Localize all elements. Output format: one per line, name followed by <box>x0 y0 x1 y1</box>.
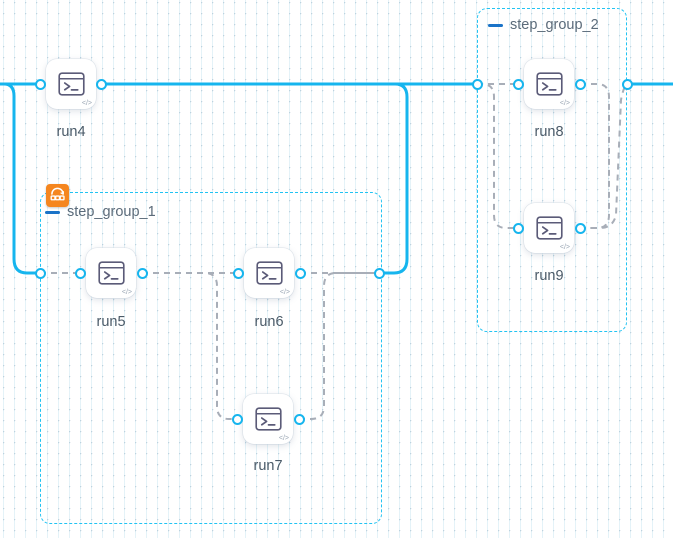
terminal-icon <box>535 72 563 96</box>
terminal-icon <box>255 261 283 285</box>
node-label-run5: run5 <box>96 314 126 330</box>
node-run7[interactable]: </> <box>243 394 293 444</box>
node-run6[interactable]: </> <box>244 248 294 298</box>
node-label-run4: run4 <box>56 124 86 140</box>
group-box-step-group-2[interactable] <box>477 8 627 332</box>
node-label-run8: run8 <box>534 124 564 140</box>
terminal-icon <box>535 216 563 240</box>
port-group1-output[interactable] <box>373 267 385 279</box>
code-badge: </> <box>279 289 290 296</box>
port-run5-output[interactable] <box>136 267 148 279</box>
terminal-icon <box>97 261 125 285</box>
port-group1-input[interactable] <box>34 267 46 279</box>
port-run7-output[interactable] <box>293 413 305 425</box>
port-run6-output[interactable] <box>294 267 306 279</box>
edge-left-down-group1 <box>0 82 40 275</box>
node-label-run7: run7 <box>253 458 283 474</box>
group-label-step-group-1[interactable]: step_group_1 <box>45 204 156 220</box>
minus-icon[interactable] <box>45 210 60 214</box>
minus-icon[interactable] <box>488 23 503 27</box>
port-run4-input[interactable] <box>34 78 46 90</box>
group-label-step-group-2[interactable]: step_group_2 <box>488 17 599 33</box>
terminal-icon <box>254 407 282 431</box>
group-label-text: step_group_2 <box>510 17 599 33</box>
code-badge: </> <box>278 435 289 442</box>
port-run8-input[interactable] <box>512 78 524 90</box>
group-label-text: step_group_1 <box>67 204 156 220</box>
node-run9[interactable]: </> <box>524 203 574 253</box>
node-run8[interactable]: </> <box>524 59 574 109</box>
group-box-step-group-1[interactable] <box>40 192 382 524</box>
workflow-group-glyph <box>50 187 65 201</box>
port-run5-input[interactable] <box>74 267 86 279</box>
port-run9-output[interactable] <box>574 222 586 234</box>
node-label-run6: run6 <box>254 314 284 330</box>
port-run7-input[interactable] <box>231 413 243 425</box>
terminal-icon <box>57 72 85 96</box>
port-group2-output[interactable] <box>621 78 633 90</box>
port-run9-input[interactable] <box>512 222 524 234</box>
node-label-run9: run9 <box>534 268 564 284</box>
code-badge: </> <box>559 100 570 107</box>
workflow-group-icon[interactable] <box>46 184 69 207</box>
node-run5[interactable]: </> <box>86 248 136 298</box>
node-run4[interactable]: </> <box>46 59 96 109</box>
code-badge: </> <box>121 289 132 296</box>
code-badge: </> <box>81 100 92 107</box>
port-run8-output[interactable] <box>574 78 586 90</box>
port-group2-input[interactable] <box>471 78 483 90</box>
port-run4-output[interactable] <box>95 78 107 90</box>
port-run6-input[interactable] <box>232 267 244 279</box>
code-badge: </> <box>559 244 570 251</box>
